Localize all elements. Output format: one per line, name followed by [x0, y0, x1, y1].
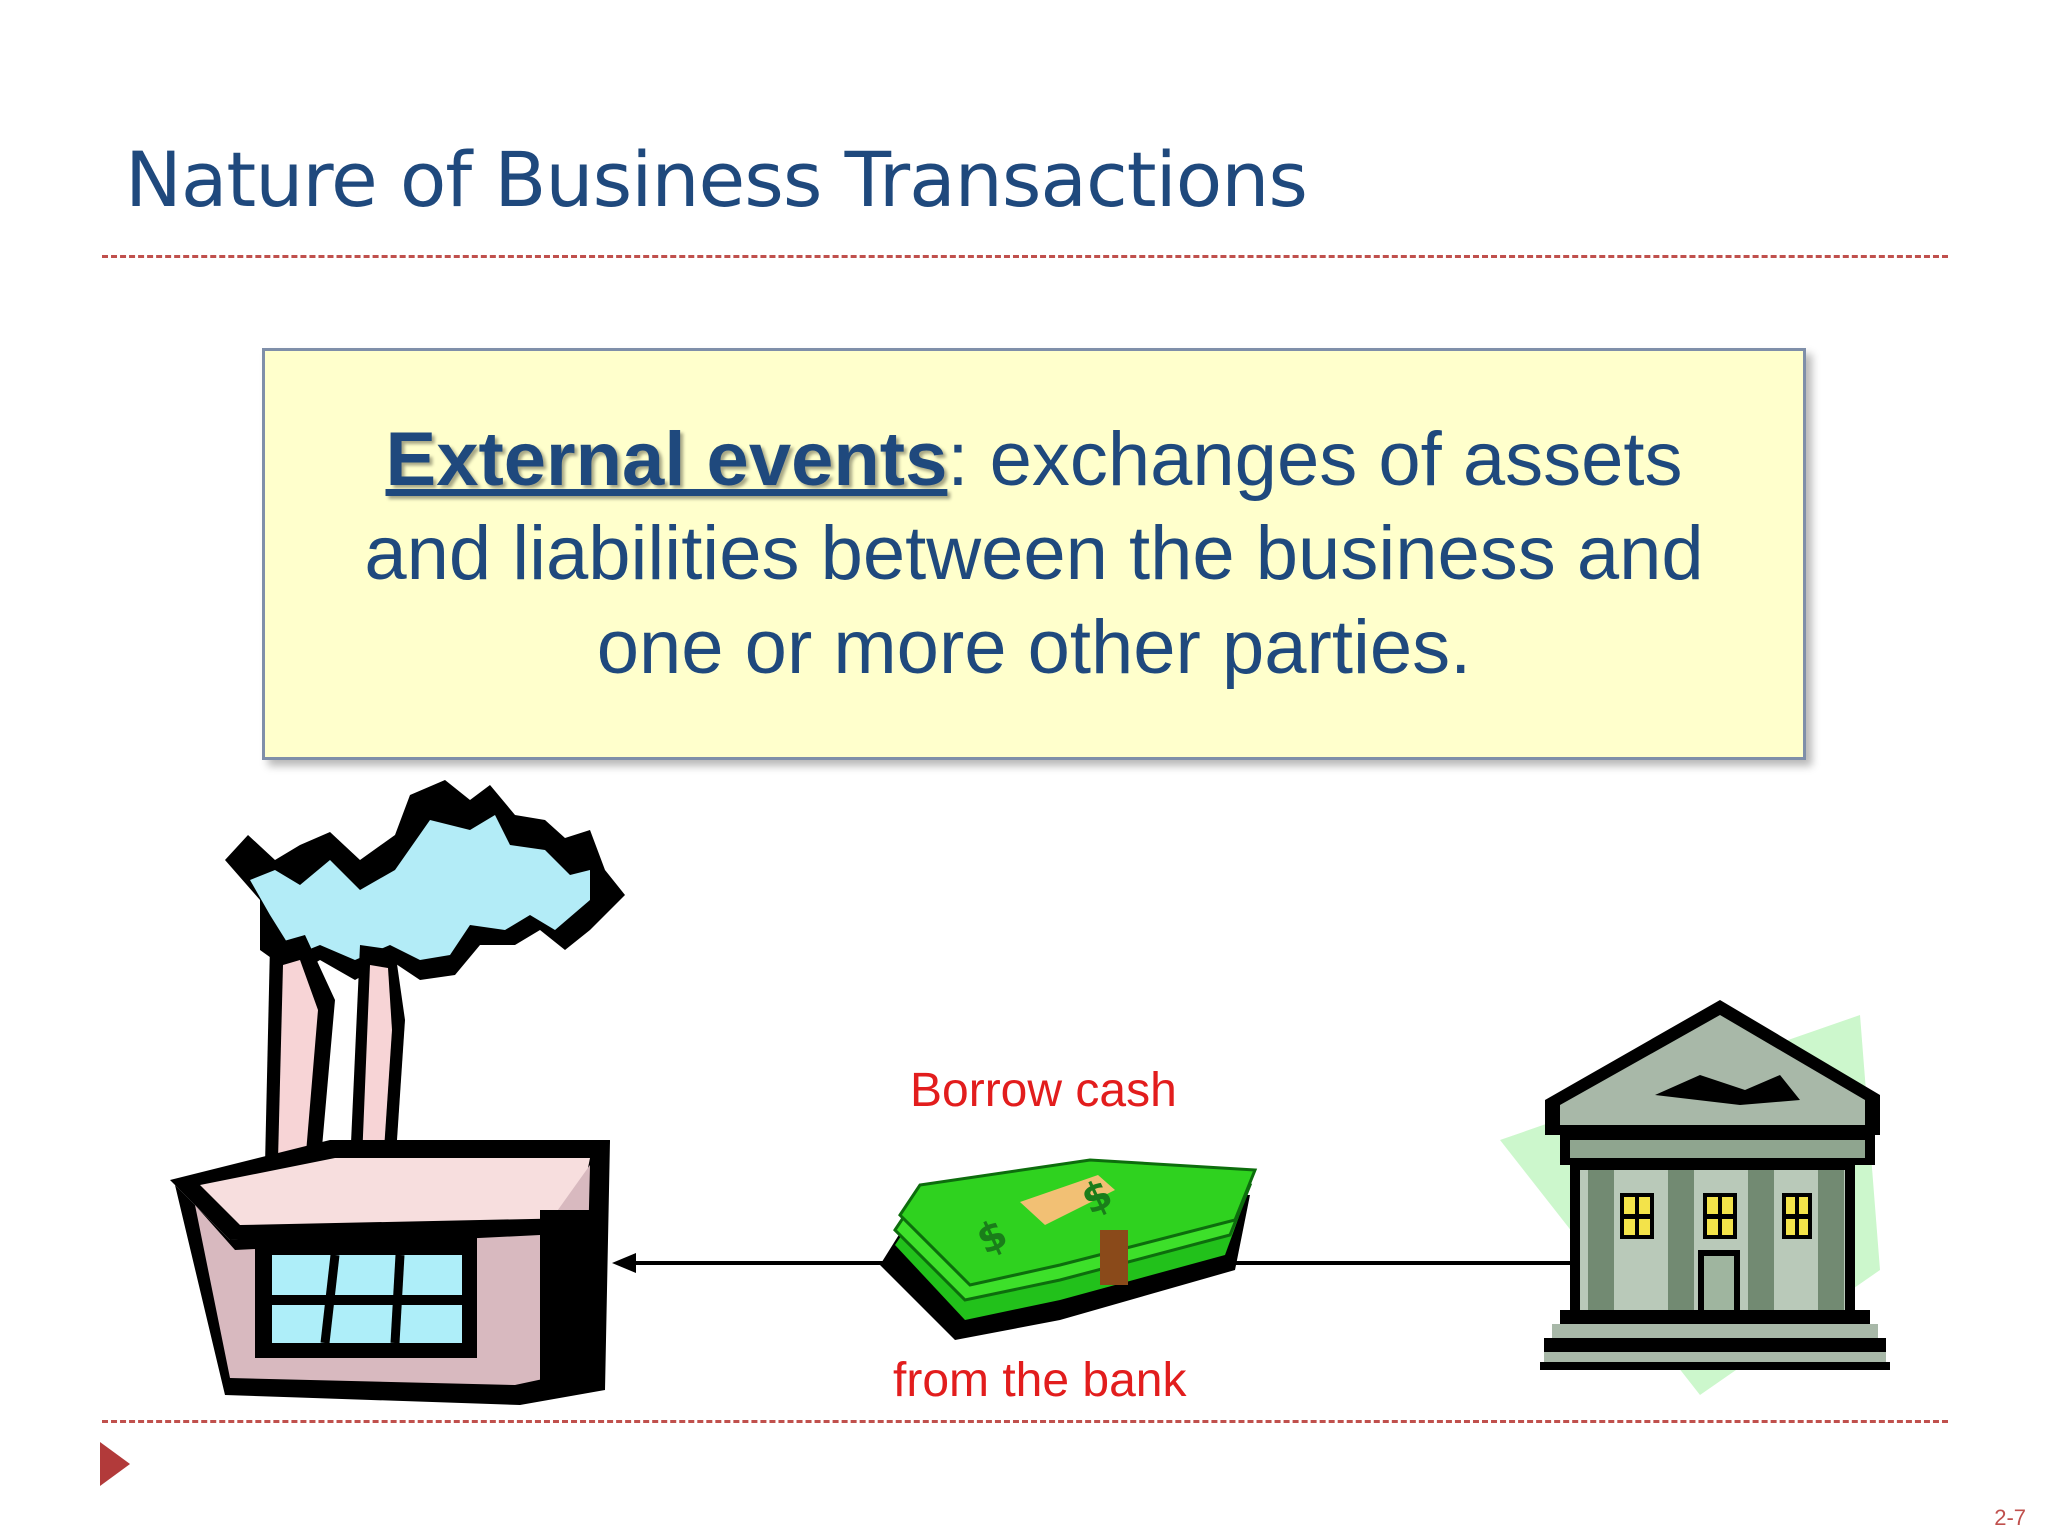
callout-separator: :	[947, 417, 969, 502]
callout-definition: exchanges of assets and liabilities betw…	[364, 417, 1704, 690]
play-triangle-icon	[100, 1442, 130, 1486]
diagram-label-top: Borrow cash	[910, 1064, 1177, 1117]
title-divider	[102, 255, 1948, 258]
callout-text: External events: exchanges of assets and…	[314, 413, 1754, 695]
footer-divider	[102, 1420, 1948, 1423]
cash-stack-icon: $ $	[880, 1158, 1258, 1340]
diagram-label-bottom: from the bank	[893, 1354, 1187, 1407]
slide-title: Nature of Business Transactions	[125, 135, 1308, 224]
bank-icon	[1500, 1000, 1890, 1395]
factory-icon	[170, 780, 625, 1405]
slide-number: 2-7	[1994, 1505, 2026, 1530]
callout-term: External events	[385, 417, 948, 502]
definition-callout: External events: exchanges of assets and…	[262, 348, 1806, 760]
